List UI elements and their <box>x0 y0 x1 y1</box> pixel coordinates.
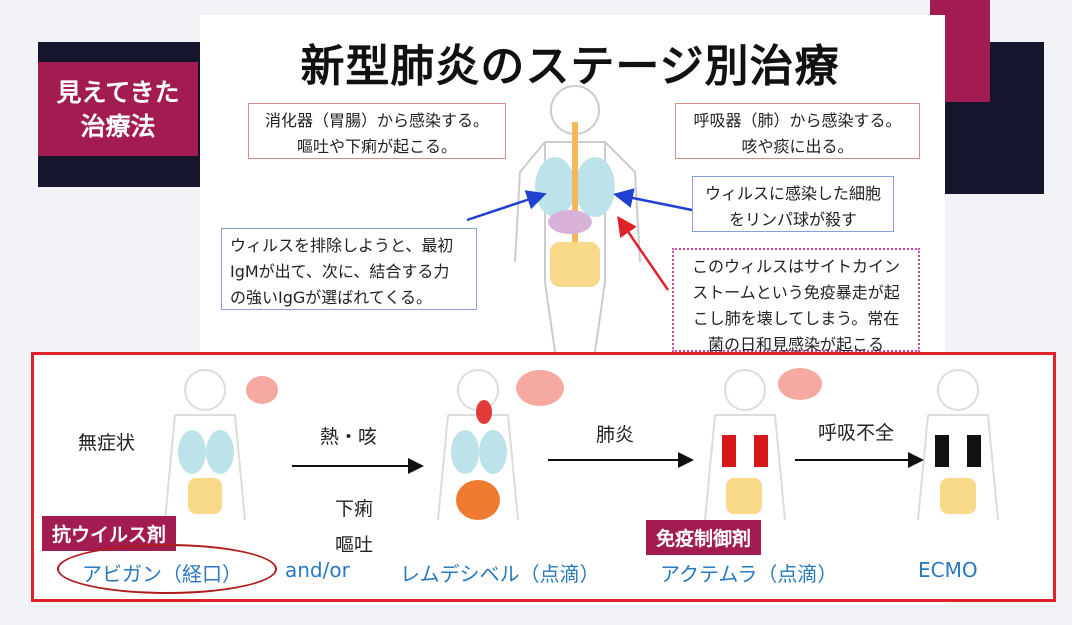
callout-cytokine: このウィルスはサイトカイン ストームという免疫暴走が起 こし肺を壊してしまう。常… <box>672 248 920 354</box>
callout-lymph-line-1: ウィルスに感染した細胞 <box>704 184 881 203</box>
section-tag: 見えてきた 治療法 <box>38 62 198 156</box>
callout-respiratory-line-1: 呼吸器（肺）から感染する。 <box>693 111 902 130</box>
callout-cytokine-line-2: ストームという免疫暴走が起 <box>692 283 900 302</box>
figure-asymptomatic <box>164 369 278 521</box>
drug-and-or: and/or <box>285 558 350 582</box>
callout-digestive-line-2: 嘔吐や下痢が起こる。 <box>296 137 457 156</box>
callout-antibody-line-3: の強いIgGが選ばれてくる。 <box>230 288 432 307</box>
stage-asymptomatic: 無症状 <box>78 432 136 454</box>
stage-fever-cough: 熱・咳 <box>320 426 378 448</box>
figure-resp-failure <box>917 369 999 521</box>
callout-digestive: 消化器（胃腸）から感染する。 嘔吐や下痢が起こる。 <box>248 103 506 159</box>
stage-diarrhea: 下痢 <box>335 498 374 520</box>
badge-immunosuppressant: 免疫制御剤 <box>646 520 762 555</box>
callout-antibody-line-1: ウィルスを排除しようと、最初 <box>230 236 454 255</box>
callout-digestive-line-1: 消化器（胃腸）から感染する。 <box>264 111 489 130</box>
stage-pneumonia: 肺炎 <box>596 424 635 446</box>
page-title: 新型肺炎のステージ別治療 <box>300 41 840 92</box>
stage-vomiting: 嘔吐 <box>335 534 374 556</box>
callout-respiratory-line-2: 咳や痰に出る。 <box>741 137 854 156</box>
section-tag-line-1: 見えてきた <box>56 78 180 107</box>
stage-resp-failure: 呼吸不全 <box>818 422 895 444</box>
avigan-highlight-ellipse <box>57 544 277 594</box>
callout-cytokine-line-4: 菌の日和見感染が起こる <box>707 335 884 354</box>
stage-figures <box>164 368 999 521</box>
callout-lymph-line-2: をリンパ球が殺す <box>728 210 857 229</box>
connector-arrows <box>466 188 693 291</box>
section-tag-line-2: 治療法 <box>80 112 156 141</box>
callout-cytokine-line-1: このウィルスはサイトカイン <box>691 257 900 276</box>
callout-antibody-line-2: IgMが出て、次に、結合する力 <box>230 262 450 281</box>
figure-fever <box>437 369 564 521</box>
figure-pneumonia <box>704 368 822 521</box>
callout-lymph: ウィルスに感染した細胞 をリンパ球が殺す <box>692 176 894 232</box>
callout-antibody: ウィルスを排除しようと、最初 IgMが出て、次に、結合する力 の強いIgGが選ば… <box>221 228 477 310</box>
callout-respiratory: 呼吸器（肺）から感染する。 咳や痰に出る。 <box>675 103 920 159</box>
drug-avigan: アビガン（経口） <box>82 562 242 586</box>
drug-ecmo: ECMO <box>918 558 978 582</box>
drug-remdesivir: レムデシベル（点滴） <box>400 562 600 586</box>
drug-actemra: アクテムラ（点滴） <box>660 562 838 586</box>
callout-cytokine-line-3: こし肺を壊してしまう。常在 <box>692 309 900 328</box>
